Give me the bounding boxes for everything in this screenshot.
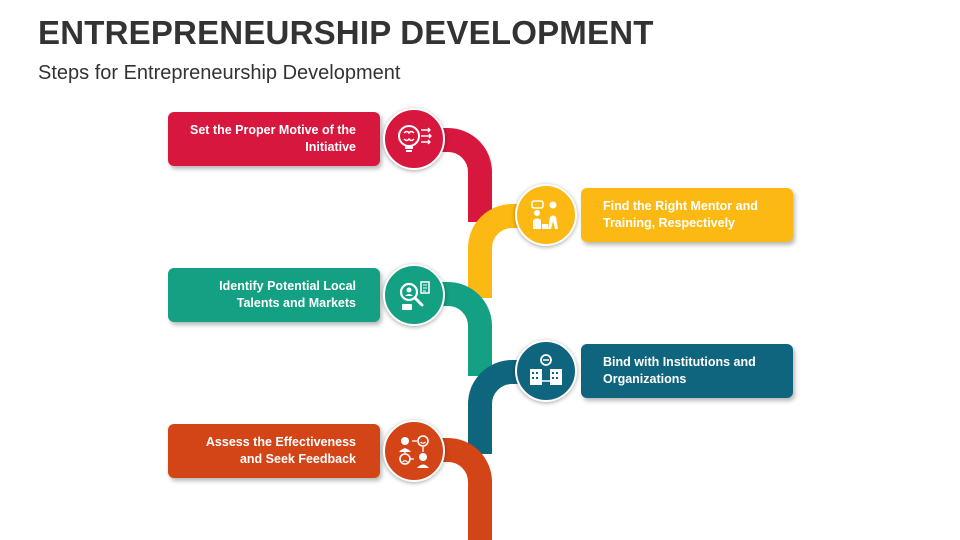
step-5-label: Assess the Effectiveness and Seek Feedba…	[205, 435, 356, 466]
step-3-icon-circle	[383, 264, 445, 326]
mentor-training-icon	[531, 200, 558, 229]
step-5-icon-circle	[383, 420, 445, 482]
connector-green	[415, 282, 492, 376]
step-3-box: Identify Potential Local Talents and Mar…	[168, 268, 380, 322]
page-title: ENTREPRENEURSHIP DEVELOPMENT	[38, 14, 654, 51]
connector-blue	[468, 360, 545, 454]
connector-orange	[415, 438, 492, 540]
step-2-box: Find the Right Mentor and Training, Resp…	[581, 188, 793, 242]
page-subtitle: Steps for Entrepreneurship Development	[38, 62, 401, 84]
step-2-icon-circle	[515, 184, 577, 246]
step-2-label: Find the Right Mentor and Training, Resp…	[603, 199, 758, 230]
brain-idea-icon	[398, 125, 432, 152]
feedback-faces-icon	[399, 435, 429, 468]
step-4-label: Bind with Institutions and Organizations	[603, 355, 756, 386]
step-1-icon-circle	[383, 108, 445, 170]
connector-red	[415, 128, 492, 222]
institutions-buildings-icon	[530, 354, 562, 385]
talent-search-icon	[399, 281, 430, 310]
step-5-box: Assess the Effectiveness and Seek Feedba…	[168, 424, 380, 478]
step-1-label: Set the Proper Motive of the Initiative	[190, 123, 356, 154]
step-4-icon-circle	[515, 340, 577, 402]
step-1-box: Set the Proper Motive of the Initiative	[168, 112, 380, 166]
connector-yellow	[468, 204, 545, 298]
step-3-label: Identify Potential Local Talents and Mar…	[219, 279, 356, 310]
step-4-box: Bind with Institutions and Organizations	[581, 344, 793, 398]
